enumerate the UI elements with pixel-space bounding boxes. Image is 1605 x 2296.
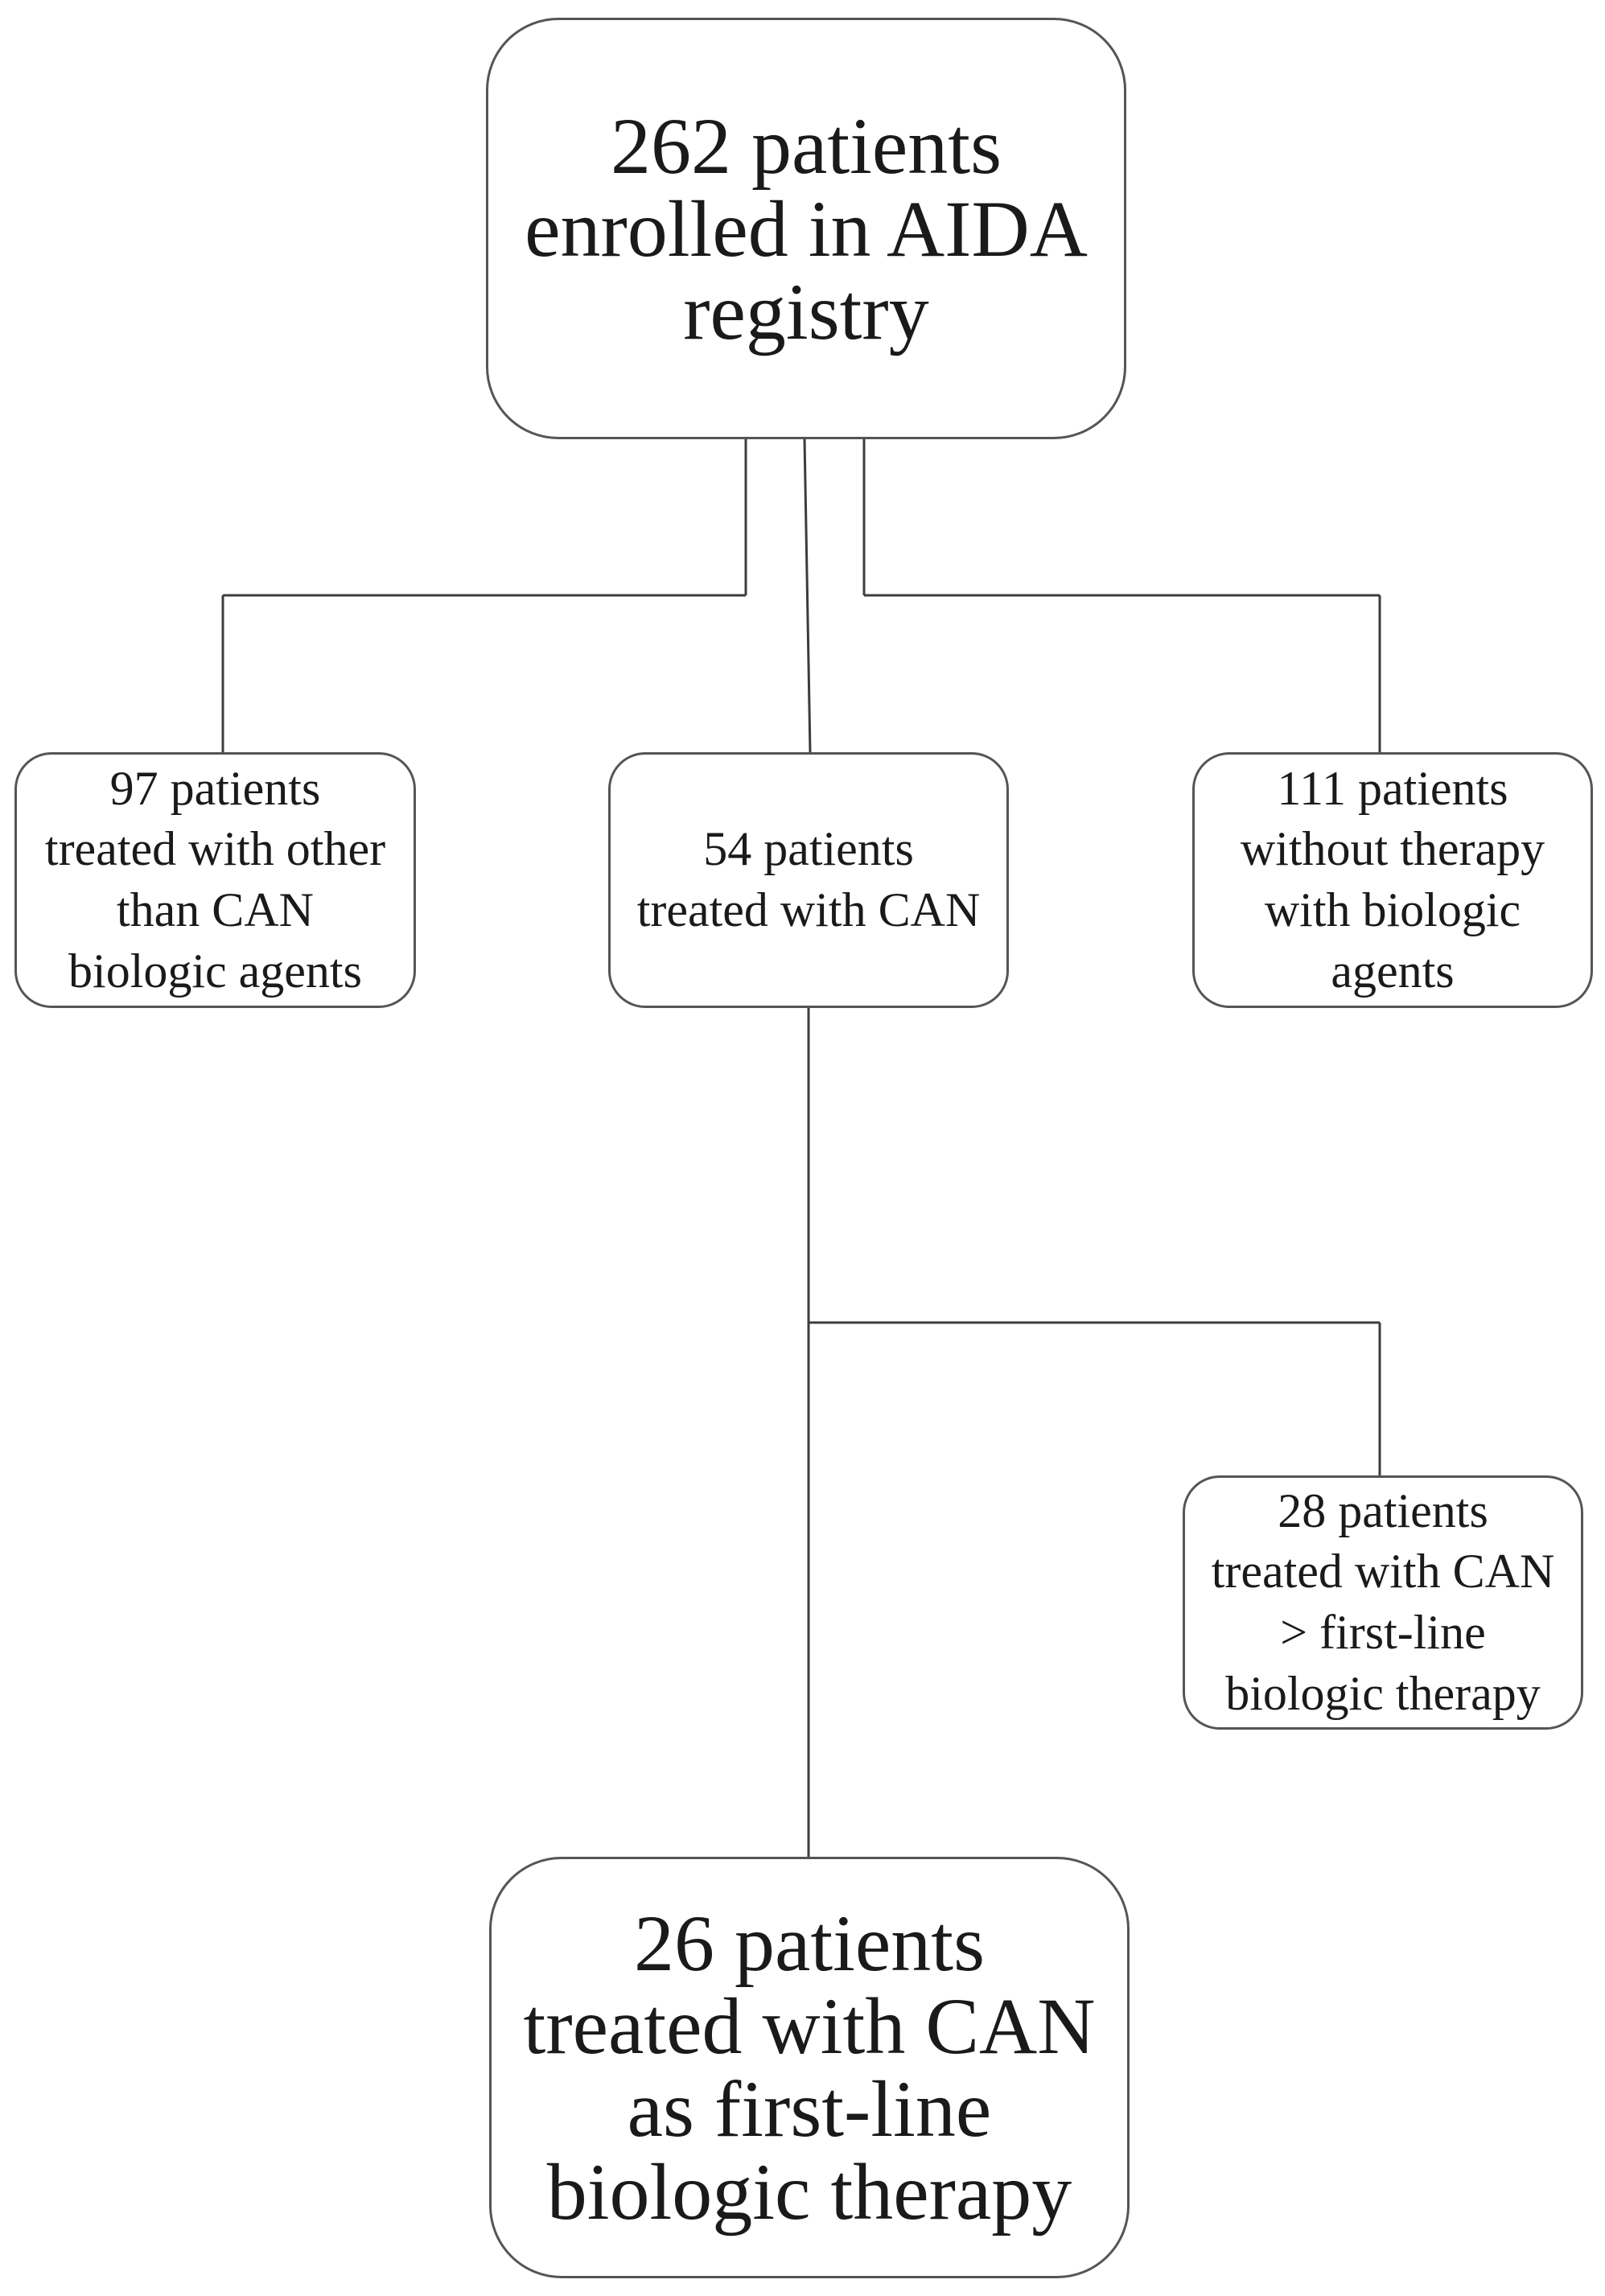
node-can-treated-label: 54 patients treated with CAN — [636, 822, 981, 936]
node-can-later-line-label: 28 patients treated with CAN > first-lin… — [1211, 1483, 1555, 1720]
node-no-biologics-label: 111 patients without therapy with biolog… — [1240, 761, 1545, 998]
node-can-first-line: 26 patients treated with CAN as first-li… — [489, 1857, 1130, 2278]
node-can-treated: 54 patients treated with CAN — [608, 752, 1009, 1008]
connector-root-to-can — [803, 438, 812, 753]
node-can-first-line-label: 26 patients treated with CAN as first-li… — [523, 1899, 1096, 2236]
node-no-biologics: 111 patients without therapy with biolog… — [1192, 752, 1593, 1008]
node-other-biologics-label: 97 patients treated with other than CAN … — [44, 761, 386, 998]
node-other-biologics: 97 patients treated with other than CAN … — [14, 752, 416, 1008]
node-registry-enrolled-label: 262 patients enrolled in AIDA registry — [525, 101, 1088, 356]
node-can-later-line: 28 patients treated with CAN > first-lin… — [1183, 1475, 1583, 1730]
node-registry-enrolled: 262 patients enrolled in AIDA registry — [486, 18, 1126, 439]
